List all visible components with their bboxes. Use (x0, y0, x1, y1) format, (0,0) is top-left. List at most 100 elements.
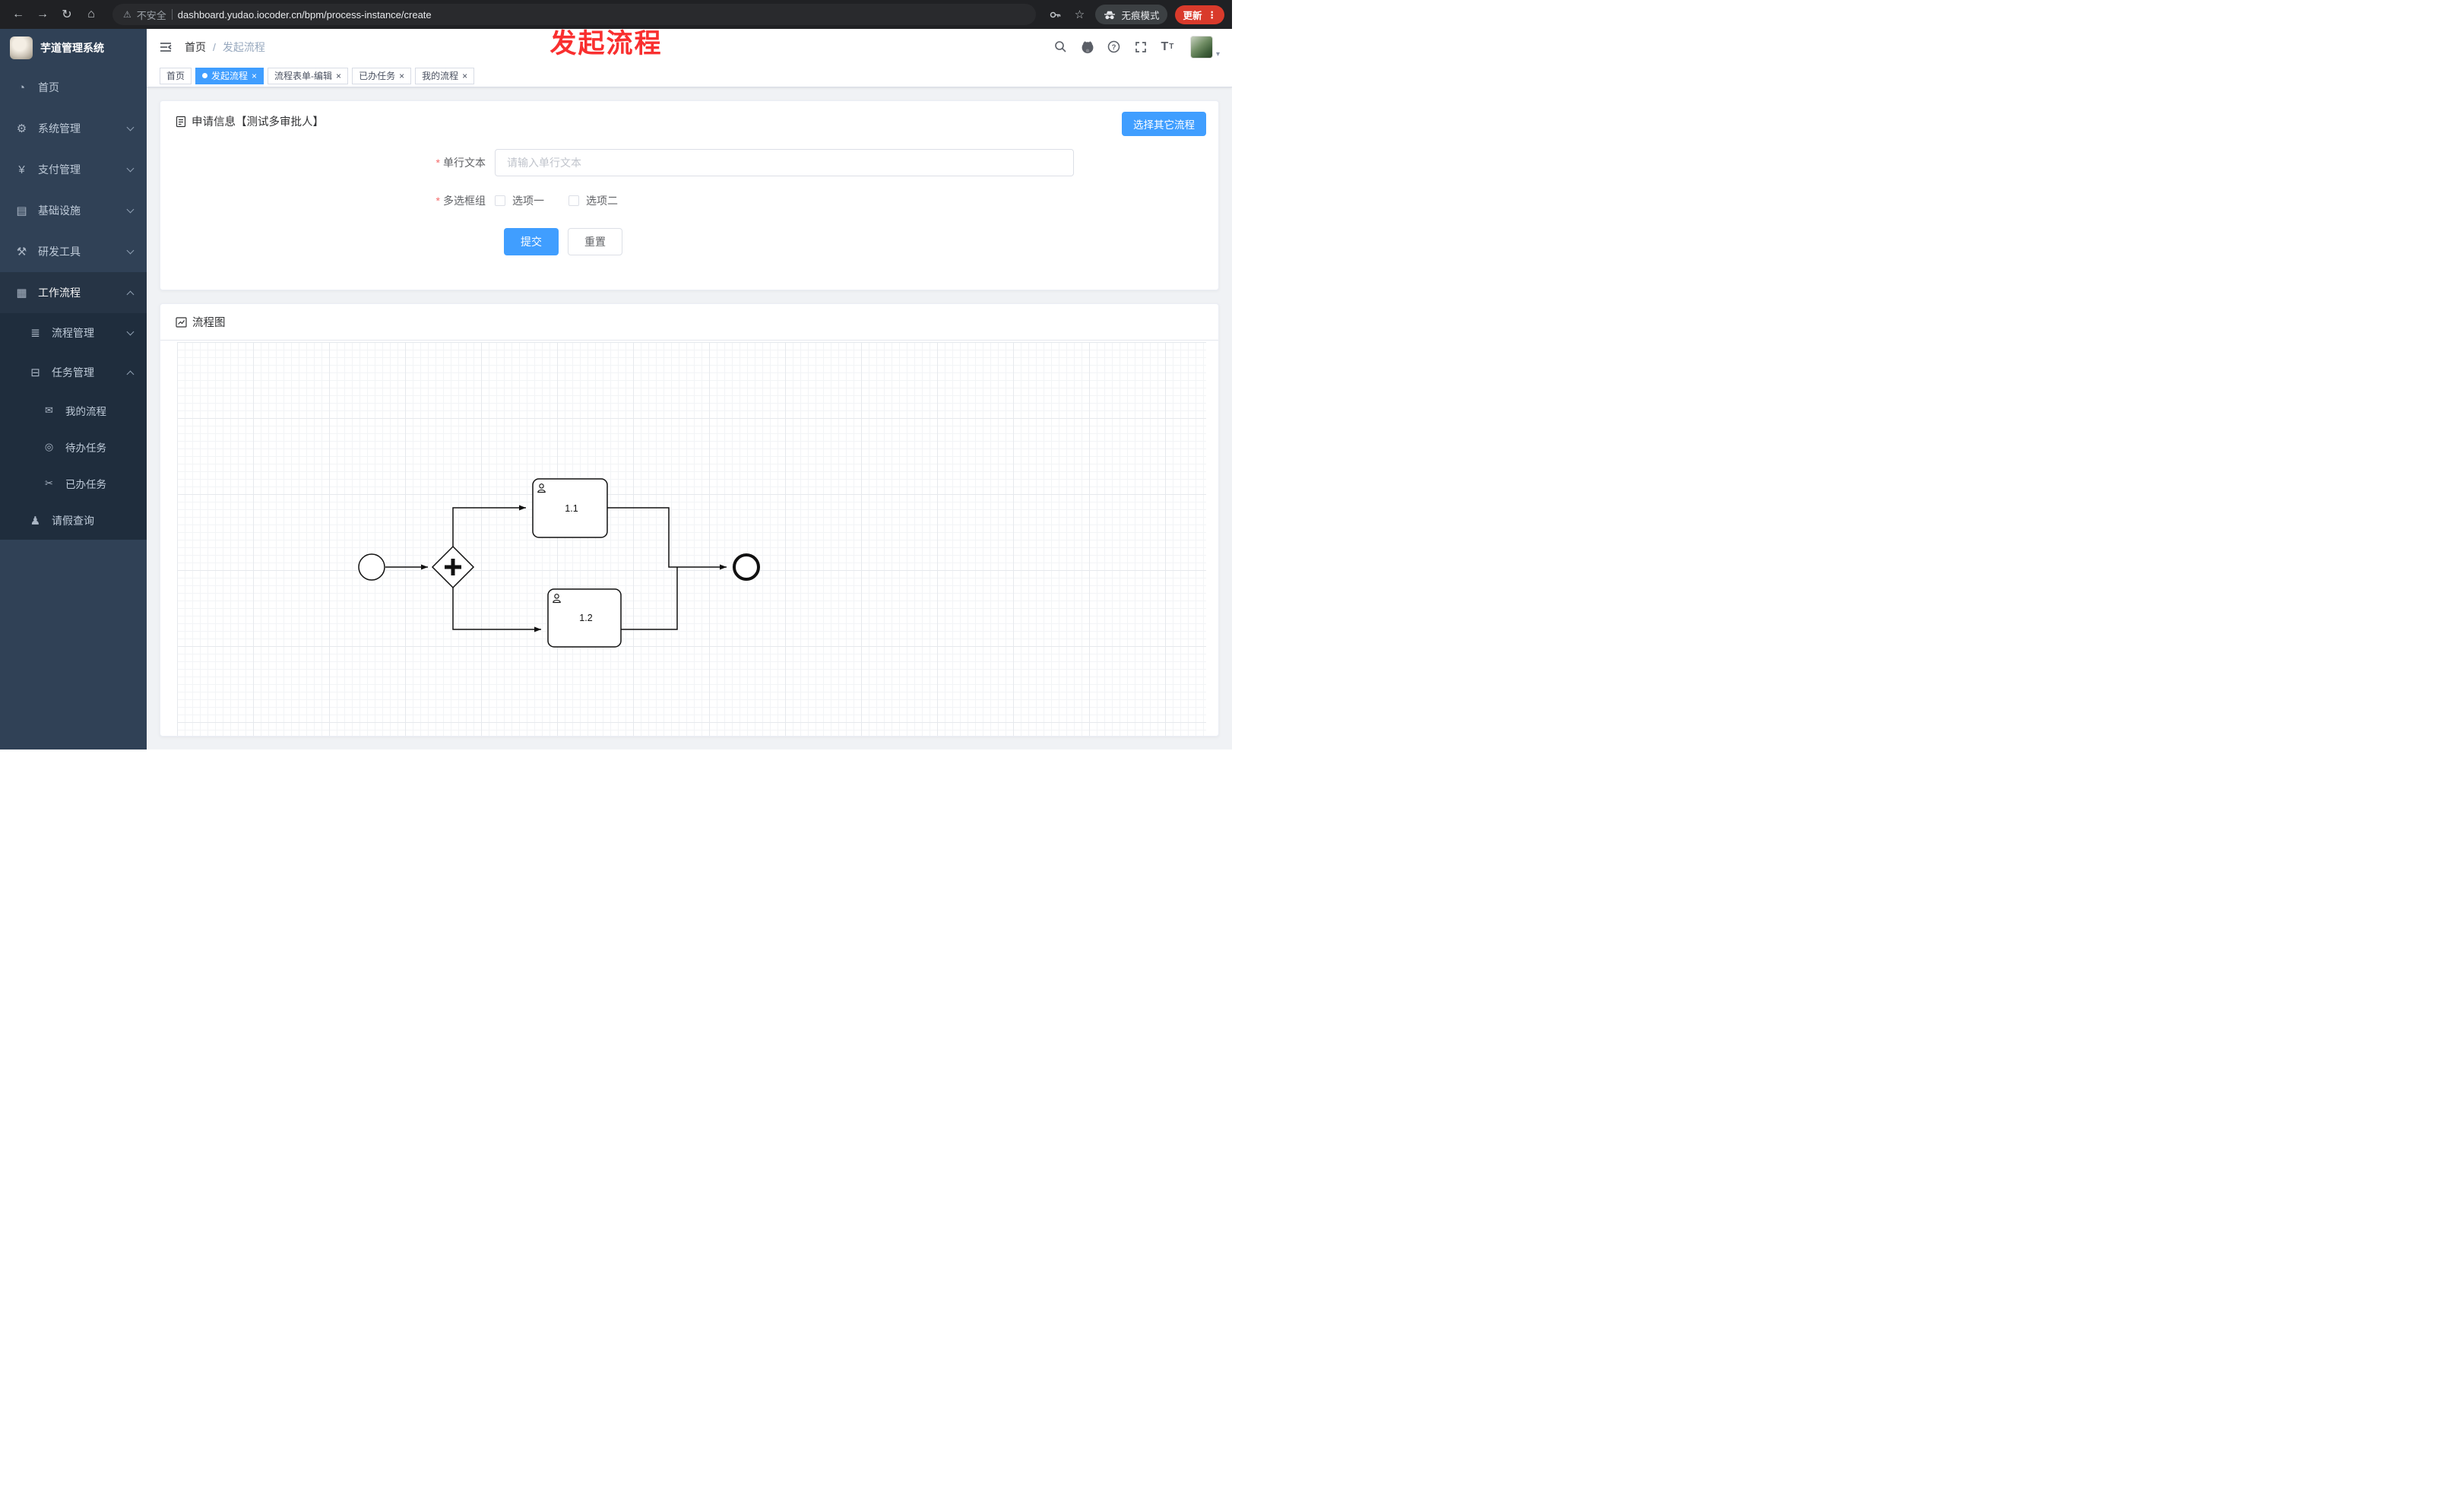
bpmn-canvas[interactable]: 1.1 1.2 (177, 342, 1206, 736)
sidebar-item-label: 工作流程 (38, 287, 81, 299)
chevron-down-icon (126, 123, 135, 131)
security-warning-icon: ⚠ (123, 9, 131, 20)
workflow-submenu: ≣ 流程管理 ⊟ 任务管理 ✉ 我的流程 ◎ 待办任务 (0, 313, 147, 540)
sidebar-item-devtools[interactable]: ⚒ 研发工具 (0, 231, 147, 272)
url-bar[interactable]: ⚠ 不安全 dashboard.yudao.iocoder.cn/bpm/pro… (112, 4, 1037, 25)
sidebar-item-label: 基础设施 (38, 204, 81, 217)
close-icon[interactable]: × (462, 70, 468, 81)
sidebar-item-done-tasks[interactable]: ✂ 已办任务 (0, 465, 147, 502)
apply-info-header: 申请信息【测试多审批人】 (176, 113, 1203, 129)
close-icon[interactable]: × (252, 70, 258, 81)
message-icon: ✉ (45, 404, 53, 416)
sidebar-item-todo-tasks[interactable]: ◎ 待办任务 (0, 429, 147, 465)
browser-menu-icon[interactable]: ⋮ (1207, 9, 1218, 21)
chevron-down-icon (126, 328, 135, 335)
password-key-icon[interactable] (1047, 6, 1063, 23)
incognito-icon (1104, 11, 1116, 19)
chevron-down-icon (126, 164, 135, 172)
sidebar-item-payment[interactable]: ¥ 支付管理 (0, 149, 147, 190)
search-icon[interactable] (1051, 37, 1071, 57)
close-icon[interactable]: × (336, 70, 342, 81)
sidebar-item-label: 首页 (38, 81, 59, 93)
tag-done-tasks[interactable]: 已办任务 × (352, 67, 412, 84)
help-icon[interactable]: ? (1104, 37, 1124, 57)
parallel-gateway (431, 545, 475, 589)
browser-actions: ☆ 无痕模式 更新 ⋮ (1047, 5, 1224, 24)
sidebar-item-infrastructure[interactable]: ▤ 基础设施 (0, 190, 147, 231)
checkbox-box[interactable] (568, 195, 579, 206)
user-avatar-menu[interactable]: ▾ (1189, 35, 1220, 59)
sidebar-item-label: 研发工具 (38, 246, 81, 258)
page-content: 申请信息【测试多审批人】 选择其它流程 *单行文本 *多选框组 (147, 87, 1232, 750)
eye-icon: ◎ (44, 441, 54, 452)
infrastructure-icon: ▤ (16, 204, 27, 217)
sidebar-item-label: 请假查询 (52, 515, 94, 527)
sidebar-item-task-management[interactable]: ⊟ 任务管理 (0, 353, 147, 392)
reset-button[interactable]: 重置 (568, 228, 622, 255)
checkbox-box[interactable] (495, 195, 505, 206)
single-line-text-input[interactable] (495, 149, 1074, 176)
done-tasks-icon: ✂ (45, 477, 53, 489)
breadcrumb: 首页 / 发起流程 (185, 40, 265, 55)
workflow-icon: ▦ (16, 287, 27, 299)
update-label: 更新 (1183, 10, 1202, 21)
sidebar-item-leave-query[interactable]: ♟ 请假查询 (0, 502, 147, 540)
task-label: 1.1 (565, 503, 578, 514)
tag-label: 发起流程 (211, 71, 249, 81)
forward-icon[interactable]: → (36, 8, 49, 21)
sidebar-item-system[interactable]: ⚙ 系统管理 (0, 108, 147, 149)
sidebar-item-home[interactable]: ◔ 首页 (0, 67, 147, 108)
update-button[interactable]: 更新 ⋮ (1175, 5, 1224, 24)
sidebar-item-my-process[interactable]: ✉ 我的流程 (0, 392, 147, 429)
submit-button[interactable]: 提交 (504, 228, 559, 255)
tag-process-form-edit[interactable]: 流程表单-编辑 × (268, 67, 349, 84)
breadcrumb-current: 发起流程 (222, 40, 265, 53)
sidebar-item-process-management[interactable]: ≣ 流程管理 (0, 313, 147, 353)
person-icon: ♟ (30, 515, 41, 528)
start-event (358, 553, 385, 581)
field-label-text: 多选框组 (443, 195, 486, 207)
tags-view-bar: 首页 发起流程 × 流程表单-编辑 × 已办任务 × 我的流程 × (147, 65, 1232, 87)
field-label: *多选框组 (176, 193, 495, 208)
tag-label: 我的流程 (422, 71, 459, 81)
url-text: dashboard.yudao.iocoder.cn/bpm/process-i… (177, 8, 432, 21)
tag-home[interactable]: 首页 (160, 67, 192, 84)
fullscreen-icon[interactable] (1131, 37, 1151, 57)
github-icon[interactable] (1078, 37, 1097, 57)
screen: ← → ↻ ⌂ ⚠ 不安全 dashboard.yudao.iocoder.cn… (0, 0, 1232, 750)
sidebar-toggle-icon[interactable] (159, 41, 173, 53)
svg-text:?: ? (1112, 43, 1116, 52)
sidebar: 芋道管理系统 ◔ 首页 ⚙ 系统管理 ¥ 支付管理 ▤ 基础设施 (0, 29, 147, 750)
form-icon (176, 116, 186, 127)
card-title-text: 申请信息【测试多审批人】 (192, 116, 324, 128)
tag-start-process[interactable]: 发起流程 × (195, 67, 264, 84)
security-label[interactable]: 不安全 (136, 9, 166, 21)
checkbox-option-1[interactable]: 选项一 (495, 193, 544, 208)
sidebar-item-workflow[interactable]: ▦ 工作流程 (0, 272, 147, 313)
checkbox-option-2[interactable]: 选项二 (568, 193, 618, 208)
user-icon (553, 594, 561, 604)
active-dot (202, 73, 208, 78)
process-diagram-card: 流程图 (160, 303, 1219, 737)
required-mark: * (435, 195, 440, 207)
breadcrumb-home[interactable]: 首页 (185, 40, 206, 53)
app-logo[interactable]: 芋道管理系统 (0, 29, 147, 67)
checkbox-group: 选项一 选项二 (495, 193, 618, 208)
yen-icon: ¥ (18, 163, 25, 176)
reload-icon[interactable]: ↻ (62, 8, 72, 21)
logo-avatar (10, 36, 33, 59)
sidebar-item-label: 流程管理 (52, 327, 94, 339)
sidebar-item-label: 系统管理 (38, 122, 81, 135)
diagram-icon (176, 316, 187, 328)
user-icon (537, 483, 546, 493)
breadcrumb-separator: / (213, 40, 216, 53)
back-icon[interactable]: ← (12, 8, 24, 21)
bookmark-star-icon[interactable]: ☆ (1074, 8, 1085, 21)
close-icon[interactable]: × (399, 70, 405, 81)
select-other-process-button[interactable]: 选择其它流程 (1122, 112, 1206, 136)
home-icon[interactable]: ⌂ (87, 8, 95, 21)
end-event (733, 553, 760, 581)
tag-my-process[interactable]: 我的流程 × (415, 67, 475, 84)
